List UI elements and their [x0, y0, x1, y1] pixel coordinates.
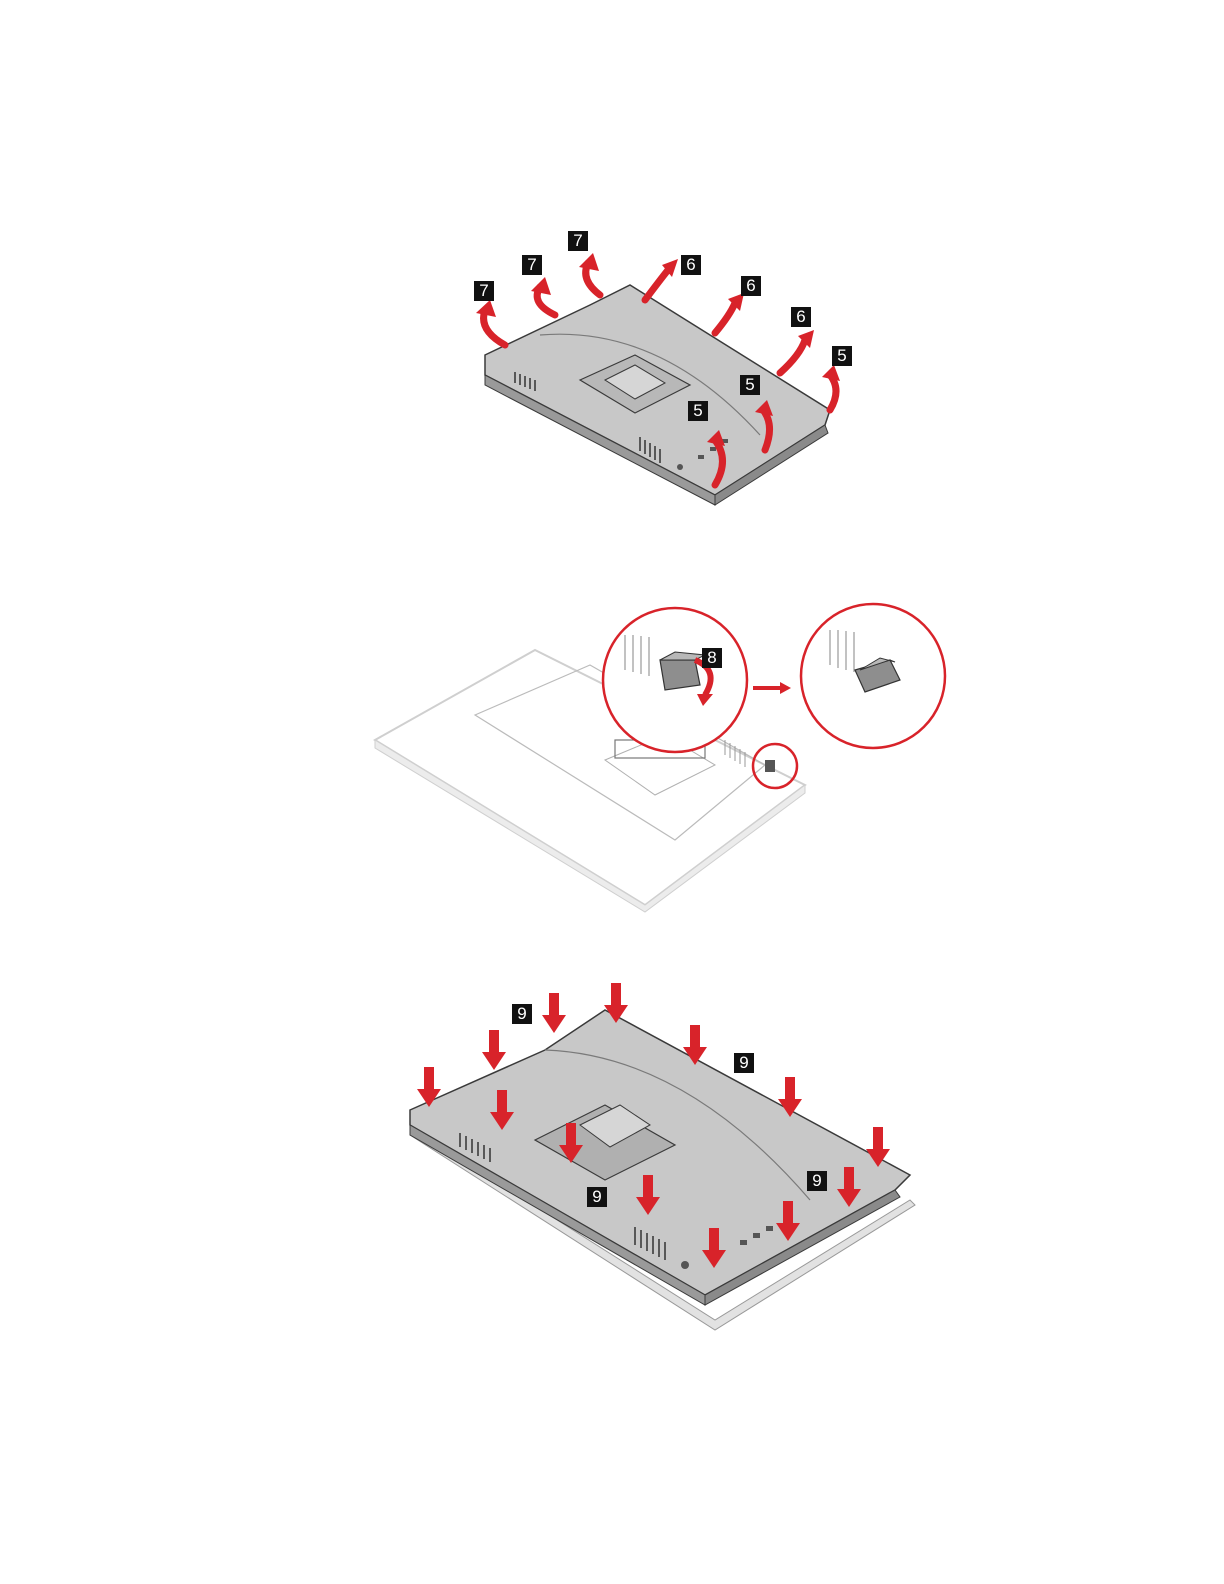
- figure-rotate-latch: 8: [335, 590, 975, 915]
- step-callout-7: 7: [522, 255, 542, 275]
- step-callout-6: 6: [741, 276, 761, 296]
- step-callout-9: 9: [587, 1187, 607, 1207]
- down-arrow-icon: [482, 1030, 506, 1070]
- curved-arrow-icon: [715, 440, 723, 485]
- figure-press-cover: 9 9 9 9: [395, 975, 925, 1335]
- curved-arrow-icon: [763, 410, 770, 450]
- curved-arrow-icon: [780, 340, 805, 373]
- curved-arrow-icon: [830, 375, 836, 410]
- lift-arrows: [430, 215, 900, 510]
- figure-remove-cover-edges: 7 7 7 6 6 6 5 5 5: [430, 215, 900, 510]
- cover-install-illustration: [395, 975, 925, 1335]
- down-arrow-icon: [542, 993, 566, 1033]
- step-callout-5: 5: [740, 375, 760, 395]
- step-callout-9: 9: [512, 1004, 532, 1024]
- step-callout-6: 6: [681, 255, 701, 275]
- step-callout-9: 9: [807, 1171, 827, 1191]
- step-callout-5: 5: [832, 346, 852, 366]
- chassis-illustration: [335, 590, 975, 915]
- curved-arrow-icon: [645, 270, 668, 300]
- step-callout-7: 7: [474, 281, 494, 301]
- step-callout-6: 6: [791, 307, 811, 327]
- curved-arrow-icon: [715, 303, 735, 333]
- step-callout-7: 7: [568, 231, 588, 251]
- step-callout-9: 9: [734, 1053, 754, 1073]
- step-callout-8: 8: [702, 648, 722, 668]
- step-callout-5: 5: [688, 401, 708, 421]
